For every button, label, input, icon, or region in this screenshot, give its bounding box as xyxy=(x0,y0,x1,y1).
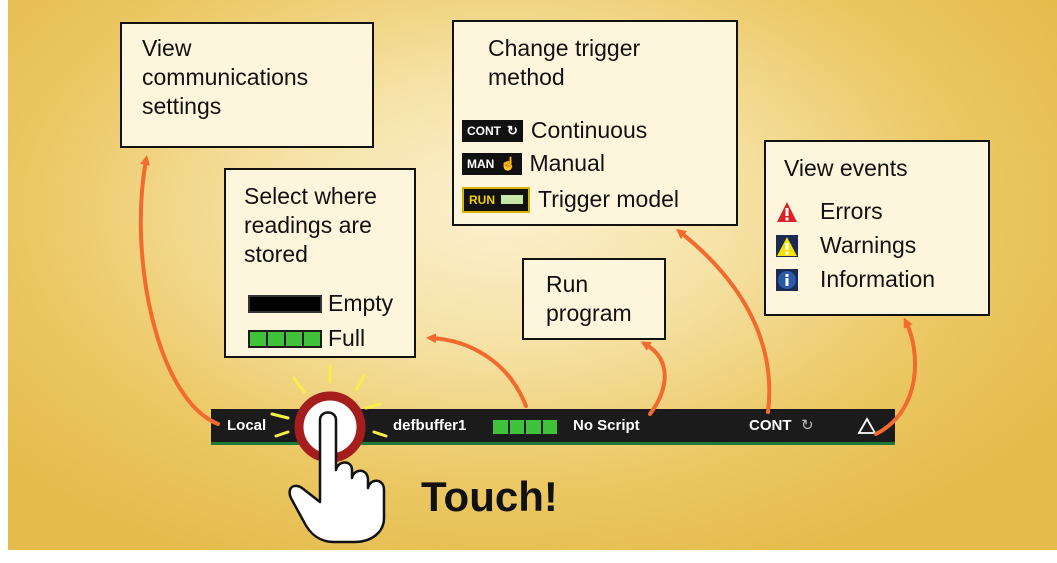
information-label: Information xyxy=(820,266,936,292)
pointing-hand-icon xyxy=(288,411,386,544)
trigger-callout: Change trigger method CONT ↻ Continuous … xyxy=(452,20,738,226)
arrow-to-script xyxy=(640,341,667,416)
comms-line-3: settings xyxy=(142,93,222,119)
info-icon xyxy=(776,268,798,291)
continuous-label: Continuous xyxy=(530,117,648,143)
trigger-option-model: RUN Trigger model xyxy=(462,186,679,213)
cont-badge: CONT ↻ xyxy=(462,119,523,142)
overlay-graphics xyxy=(138,155,918,544)
buffer-line-3: stored xyxy=(244,241,308,267)
buffer-line-2: readings are xyxy=(244,212,372,238)
man-badge-text: MAN xyxy=(467,156,495,171)
hand-icon: ☝ xyxy=(500,155,517,171)
arrow-to-comms xyxy=(138,155,220,426)
trigger-option-manual: MAN ☝ Manual xyxy=(462,150,605,177)
cont-badge-text: CONT xyxy=(467,123,501,138)
trigger-line-1: Change trigger xyxy=(488,35,641,61)
arrow-to-trigger xyxy=(676,228,772,414)
warning-triangle-icon[interactable] xyxy=(857,417,877,440)
script-callout: Run program xyxy=(522,258,666,340)
event-warnings: Warnings xyxy=(776,232,916,259)
legend-empty-label: Empty xyxy=(328,290,394,316)
arrow-to-buffer xyxy=(426,333,528,408)
buffer-callout: Select where readings are stored Empty F… xyxy=(224,168,416,358)
run-badge-text: RUN xyxy=(469,192,495,207)
run-badge: RUN xyxy=(462,186,530,213)
events-callout: View events Errors Warnings Information xyxy=(764,140,990,316)
touch-label: Touch! xyxy=(421,473,558,520)
run-bar-icon xyxy=(501,195,523,204)
event-errors: Errors xyxy=(776,198,883,225)
status-buffer-indicator[interactable] xyxy=(493,420,557,434)
arrow-to-events xyxy=(874,317,918,436)
trigger-model-label: Trigger model xyxy=(538,186,680,212)
man-badge: MAN ☝ xyxy=(462,152,522,175)
event-information: Information xyxy=(776,266,935,293)
warnings-label: Warnings xyxy=(820,232,917,258)
status-script[interactable]: No Script xyxy=(573,417,640,434)
buffer-line-1: Select where xyxy=(244,183,377,209)
error-icon xyxy=(776,201,798,223)
script-line-1: Run xyxy=(546,271,589,297)
legend-full: Full xyxy=(248,325,365,352)
empty-buffer-icon xyxy=(248,294,322,313)
comms-callout: View communications settings xyxy=(120,22,374,148)
script-line-2: program xyxy=(546,300,632,326)
status-buffer-name[interactable]: defbuffer1 xyxy=(393,417,467,434)
comms-line-1: View xyxy=(142,35,192,61)
full-buffer-icon xyxy=(248,329,322,348)
trigger-option-continuous: CONT ↻ Continuous xyxy=(462,117,647,144)
warning-icon xyxy=(776,234,798,257)
errors-label: Errors xyxy=(820,198,883,224)
diagram-canvas: View communications settings Select wher… xyxy=(8,0,1057,550)
legend-empty: Empty xyxy=(248,290,393,317)
refresh-icon: ↻ xyxy=(507,122,518,138)
status-trigger-mode[interactable]: CONT xyxy=(749,417,792,434)
trigger-line-2: method xyxy=(488,64,565,90)
manual-label: Manual xyxy=(529,150,605,176)
events-title: View events xyxy=(784,155,908,181)
status-local[interactable]: Local xyxy=(227,417,267,434)
legend-full-label: Full xyxy=(328,325,366,351)
status-refresh-icon: ↻ xyxy=(801,417,814,434)
comms-line-2: communications xyxy=(142,64,309,90)
